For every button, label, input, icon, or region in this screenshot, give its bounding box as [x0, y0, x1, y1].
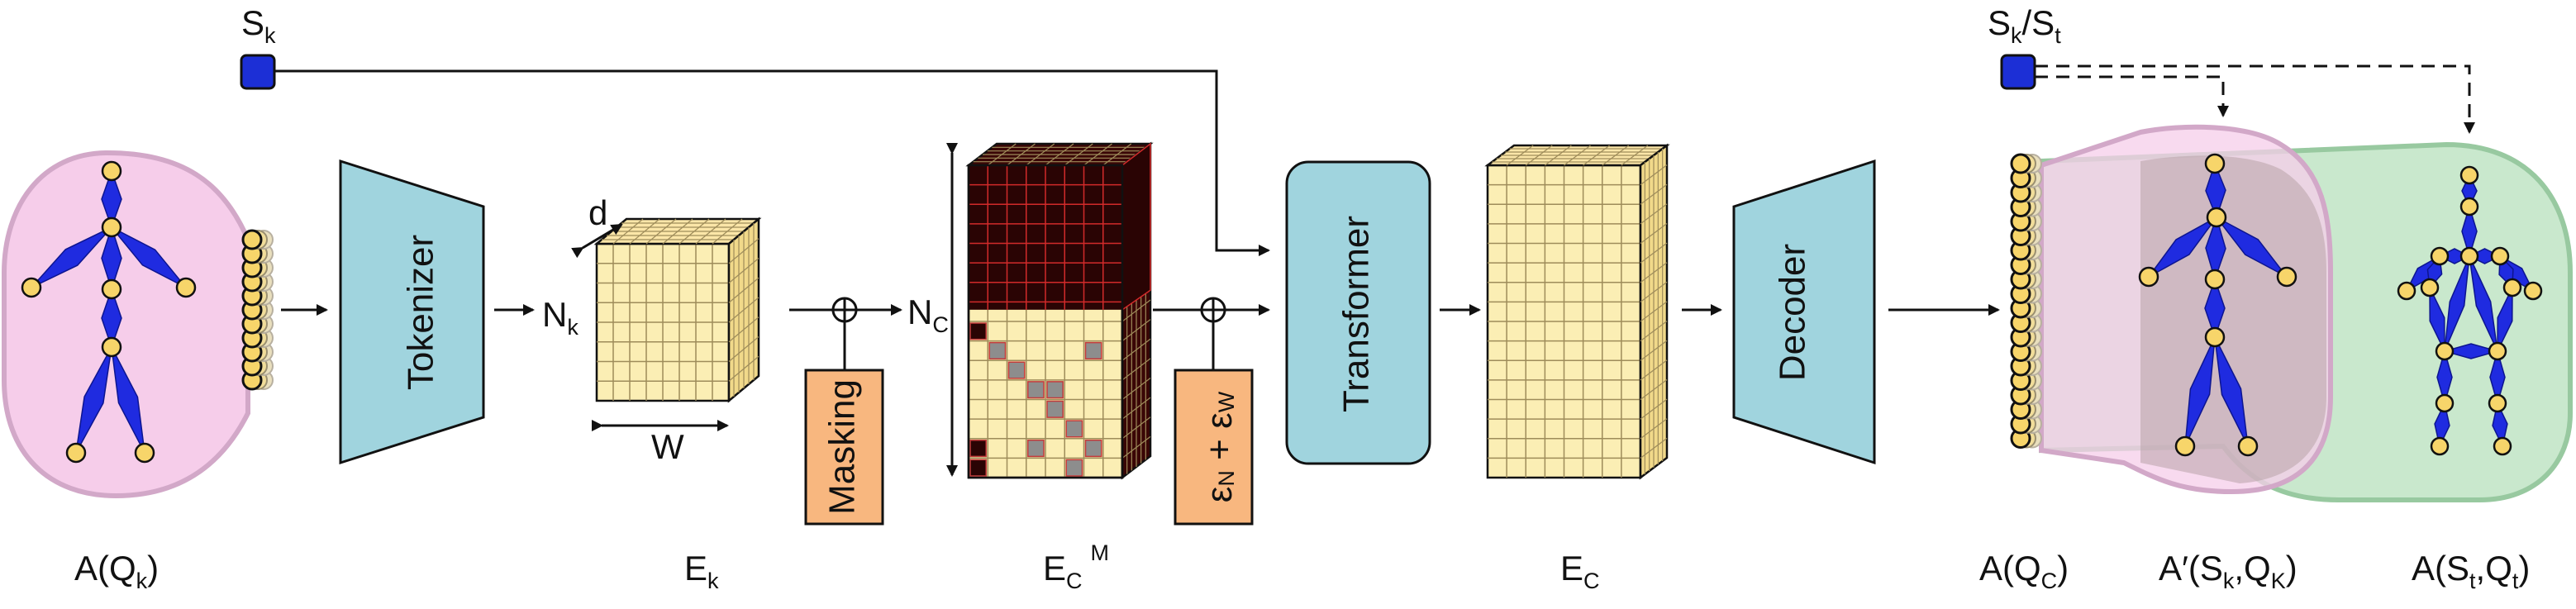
- blue-token-square-icon: [240, 54, 276, 90]
- w-label: W: [651, 427, 684, 466]
- nk-label: Nk: [542, 295, 579, 340]
- noise-label: εN + εW: [1199, 391, 1240, 502]
- sksk-top-label: Sk/St: [1988, 3, 2061, 48]
- contextual-embedding-cube: [1484, 143, 1670, 480]
- noise-block: [1174, 369, 1254, 526]
- stick-skeleton-icon: [2138, 153, 2297, 457]
- token-stack-left: [241, 229, 274, 391]
- humanoid-skeleton-icon: [2397, 165, 2543, 456]
- label-a-qc: A(QC): [1979, 549, 2069, 593]
- blue-token-square-icon: [2000, 54, 2036, 90]
- masking-block: [804, 369, 884, 526]
- masked-embedding-cube: [965, 141, 1154, 480]
- label-a-st: A(St,Qt): [2412, 549, 2530, 593]
- stick-skeleton-icon: [21, 160, 197, 464]
- decoder-block: [1732, 159, 1876, 465]
- overlap-region: [2140, 155, 2326, 483]
- pink-region-left: [2, 150, 250, 499]
- masking-label: Masking: [822, 379, 863, 515]
- sk-top-label: Sk: [241, 3, 276, 48]
- token-stack-right: [2010, 153, 2042, 449]
- label-ec: EC: [1560, 549, 1600, 593]
- label-a-qk: A(Qk): [74, 549, 159, 593]
- tokenizer-label: Tokenizer: [401, 235, 441, 390]
- label-a-prime: A′(Sk,QK): [2159, 549, 2297, 593]
- transformer-label: Transformer: [1336, 216, 1377, 412]
- transformer-block: [1285, 160, 1431, 465]
- token-embedding-cube: [593, 216, 762, 403]
- d-label: d: [588, 193, 607, 232]
- label-ecm: ECM: [1043, 540, 1109, 593]
- nc-label: NC: [907, 293, 949, 337]
- label-ek: Ek: [684, 549, 719, 593]
- tokenizer-block: [339, 159, 485, 465]
- decoder-label: Decoder: [1773, 244, 1813, 381]
